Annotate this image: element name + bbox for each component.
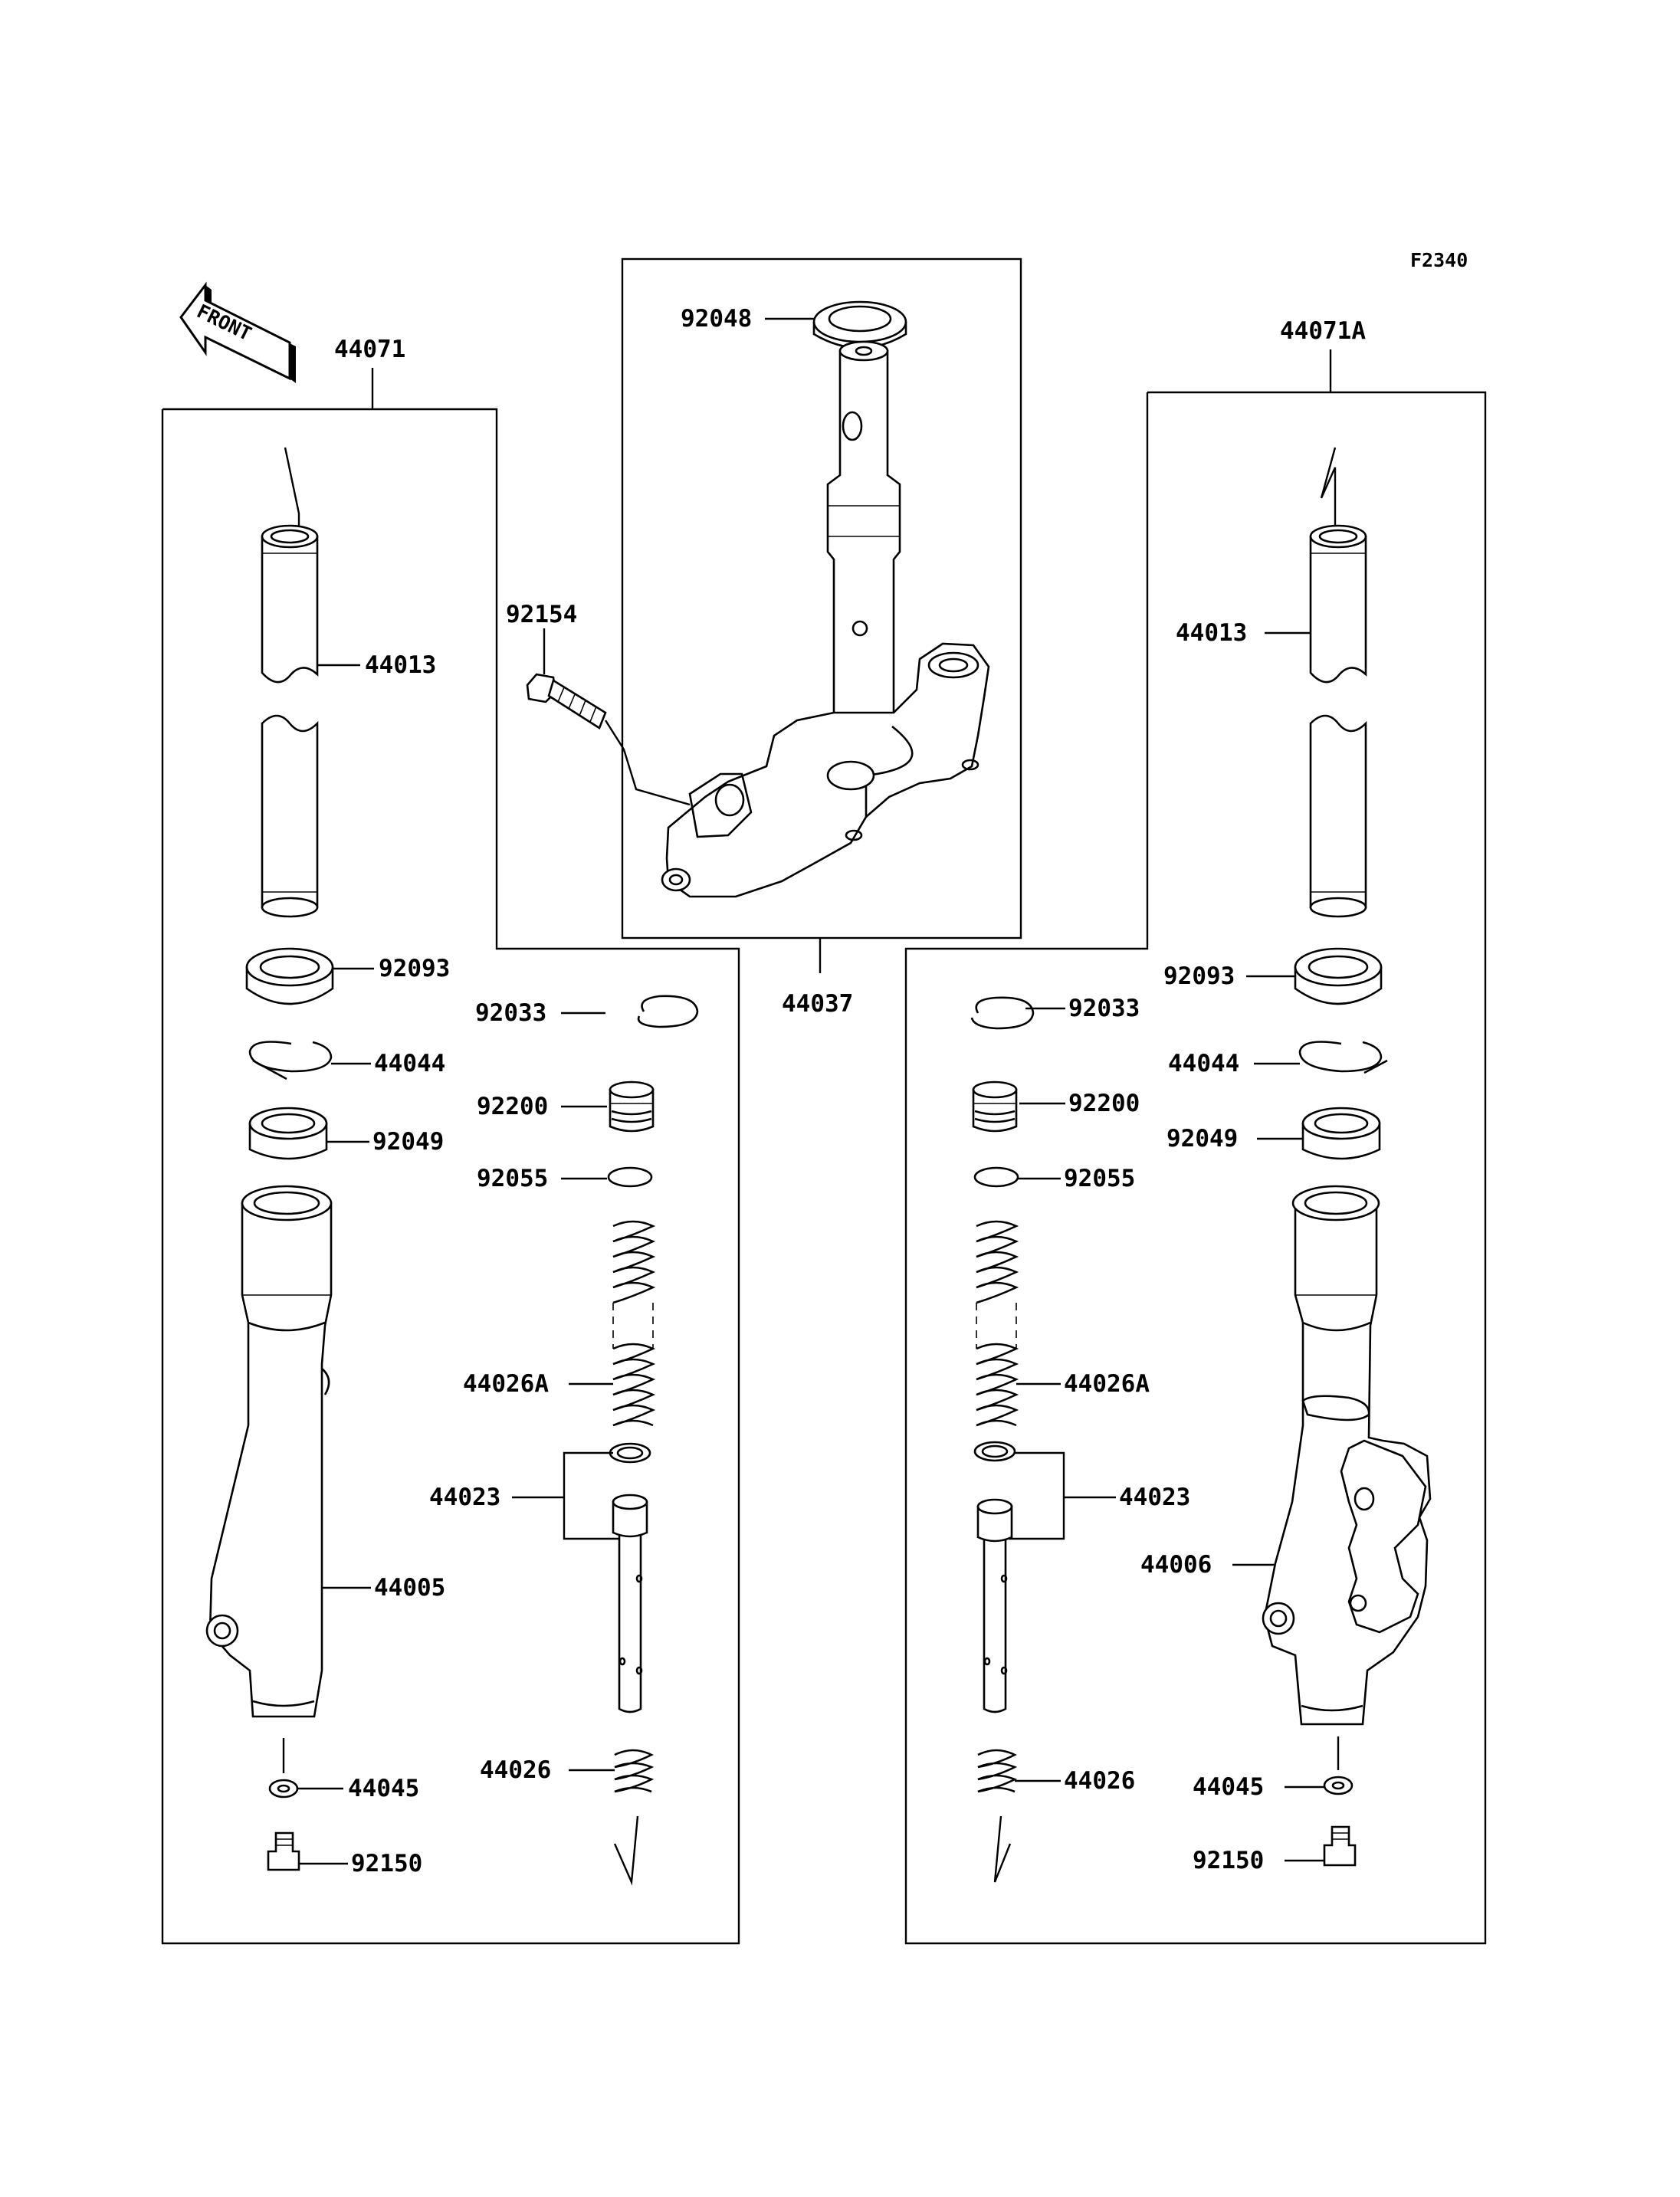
oil-seal-right-part <box>1301 1107 1381 1160</box>
cap-bolt-left-label: 92200 <box>477 1093 548 1120</box>
cap-bolt-right-label: 92200 <box>1068 1090 1140 1117</box>
inner-tube-left-label: 44013 <box>365 651 436 679</box>
dust-seal-right-part <box>1294 947 1383 1005</box>
figure-id: F2340 <box>1410 249 1468 271</box>
dust-seal-left-part <box>245 947 334 1005</box>
fork-spring-left-label: 44026A <box>463 1370 549 1398</box>
steering-stem-part <box>661 340 990 898</box>
inner-tube-right-part <box>1309 524 1367 918</box>
stopper-right-label: 44044 <box>1168 1050 1239 1077</box>
circlip-right-part <box>970 996 1035 1030</box>
oring-left-label: 92055 <box>477 1165 548 1192</box>
assembly-boxes <box>161 257 1487 1945</box>
cylinder-left-label: 44023 <box>429 1484 500 1511</box>
allen-bolt-left-label: 92150 <box>351 1850 422 1877</box>
rebound-spring-left-label: 44026 <box>480 1756 551 1784</box>
fork-left-assy-label: 44071 <box>334 336 405 363</box>
gasket-right-part <box>1323 1776 1354 1795</box>
stopper-right-part <box>1298 1041 1388 1074</box>
oring-left-part <box>607 1166 653 1188</box>
cylinder-right-label: 44023 <box>1119 1484 1190 1511</box>
front-direction-arrow: FRONT <box>179 281 296 383</box>
stem-bolt-part <box>526 673 691 806</box>
fork-spring-right-part <box>976 1220 1019 1427</box>
oring-right-part <box>973 1166 1019 1188</box>
circlip-left-label: 92033 <box>475 999 546 1027</box>
circlip-left-part <box>637 995 699 1028</box>
gasket-left-part <box>268 1779 299 1799</box>
stem-seal-label: 92048 <box>681 305 752 333</box>
stopper-left-part <box>248 1041 333 1080</box>
dust-seal-left-label: 92093 <box>379 955 450 982</box>
oil-seal-right-label: 92049 <box>1166 1125 1238 1153</box>
circlip-right-label: 92033 <box>1068 995 1140 1022</box>
dust-seal-right-label: 92093 <box>1163 962 1235 990</box>
inner-tube-right-label: 44013 <box>1176 619 1247 647</box>
fork-right-assy-label: 44071A <box>1280 317 1366 345</box>
cylinder-right-part <box>973 1441 1016 1713</box>
allen-bolt-right-part <box>1323 1825 1357 1867</box>
outer-tube-right-part <box>1262 1185 1432 1726</box>
rebound-spring-left-part <box>614 1749 655 1793</box>
rebound-spring-right-label: 44026 <box>1064 1767 1135 1795</box>
inner-tube-left-part <box>261 524 319 918</box>
oil-seal-left-part <box>248 1107 328 1160</box>
allen-bolt-left-part <box>267 1831 300 1871</box>
gasket-left-label: 44045 <box>348 1775 419 1802</box>
outer-tube-left-label: 44005 <box>374 1574 445 1602</box>
oring-right-label: 92055 <box>1064 1165 1135 1192</box>
gasket-right-label: 44045 <box>1193 1773 1264 1801</box>
cap-bolt-right-part <box>972 1080 1018 1133</box>
cylinder-left-part <box>609 1442 651 1713</box>
allen-bolt-right-label: 92150 <box>1193 1847 1264 1874</box>
stopper-left-label: 44044 <box>374 1050 445 1077</box>
cap-bolt-left-part <box>609 1080 655 1133</box>
steering-stem-label: 44037 <box>782 990 853 1018</box>
rebound-spring-right-part <box>977 1749 1018 1793</box>
stem-bolt-label: 92154 <box>506 601 577 628</box>
fork-spring-right-label: 44026A <box>1064 1370 1150 1398</box>
outer-tube-right-label: 44006 <box>1140 1551 1212 1579</box>
outer-tube-left-part <box>205 1185 333 1718</box>
oil-seal-left-label: 92049 <box>372 1128 444 1156</box>
fork-spring-left-part <box>612 1220 656 1427</box>
